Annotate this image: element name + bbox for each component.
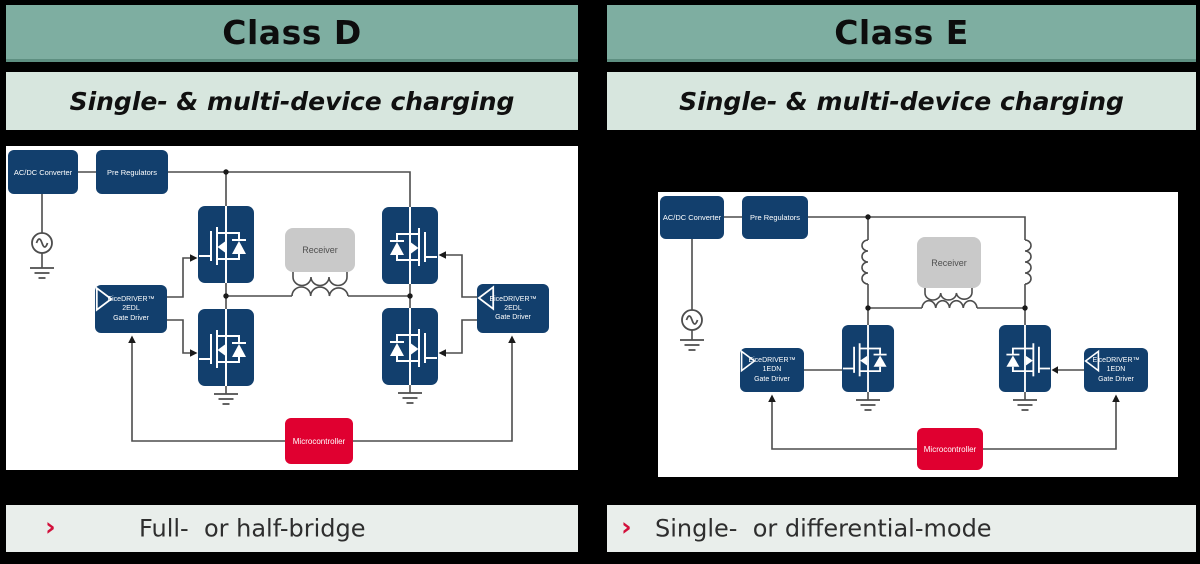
ac-source-icon [31, 232, 53, 254]
gate-driver-label: EiceDRIVER™ 2EDL Gate Driver [480, 295, 546, 322]
acdc-converter-label: AC/DC Converter [13, 167, 73, 177]
pre-regulators-box: Pre Regulators [96, 150, 168, 194]
driver-brand: EiceDRIVER™ [489, 295, 537, 303]
receiver-stubs [924, 288, 973, 293]
transformer-primary-coil-icon [921, 299, 978, 309]
driver-triangle-icon [477, 285, 495, 311]
junction-dot [865, 214, 871, 220]
junction-dot [1022, 305, 1028, 311]
class-d-circuit-svg [29, 169, 516, 442]
driver-part: 1EDN [762, 366, 782, 374]
wires [41, 171, 513, 442]
receiver-label: Receiver [931, 257, 967, 268]
driver-triangle-icon [1084, 349, 1100, 373]
ground-icon [213, 393, 239, 405]
microcontroller-box: Microcontroller [917, 428, 983, 470]
mosfet-low-side-left-icon [197, 308, 255, 387]
class-e-feature-bar: › Single- or differential-mode [607, 505, 1196, 552]
mosfet-right-icon [998, 324, 1052, 393]
acdc-converter-box: AC/DC Converter [660, 196, 724, 239]
acdc-converter-label: AC/DC Converter [662, 213, 722, 222]
pre-regulators-box: Pre Regulators [742, 196, 808, 239]
transformer-primary-coil-icon [291, 286, 349, 297]
ac-source-icon [681, 309, 703, 331]
mosfet-low-side-right-icon [381, 307, 439, 386]
arrowheads [128, 169, 516, 357]
transformer-secondary-coil-icon [292, 276, 348, 287]
pre-regulators-label: Pre Regulators [106, 167, 158, 177]
gate-driver-right-box: EiceDRIVER™ 1EDN Gate Driver [1084, 348, 1148, 392]
junction-dot [223, 169, 229, 175]
class-d-circuit-diagram: AC/DC Converter Pre Regulators EiceDRIVE… [6, 146, 578, 470]
driver-type: Gate Driver [113, 314, 149, 322]
driver-part: 2EDL [122, 305, 140, 313]
panel-class-e: Class E Single- & multi-device charging [607, 0, 1196, 564]
microcontroller-label: Microcontroller [292, 436, 346, 446]
driver-part: 1EDN [1106, 366, 1126, 374]
junction-dot [223, 293, 229, 299]
class-e-header: Class E [607, 5, 1196, 62]
class-d-subtitle-bar: Single- & multi-device charging [6, 72, 578, 130]
gate-driver-label: EiceDRIVER™ 2EDL Gate Driver [98, 295, 164, 322]
class-d-feature-text: Full- or half-bridge [139, 513, 366, 542]
ground-icon [679, 339, 705, 351]
driver-triangle-icon [740, 349, 756, 373]
class-e-circuit-svg [679, 214, 1120, 450]
wires [691, 216, 1117, 450]
class-d-feature-bar: › Full- or half-bridge [6, 505, 578, 552]
driver-part: 2EDL [504, 304, 522, 312]
class-e-subtitle: Single- & multi-device charging [679, 86, 1124, 116]
driver-type: Gate Driver [495, 314, 531, 322]
gate-driver-label: EiceDRIVER™ 1EDN Gate Driver [1087, 356, 1145, 383]
class-d-subtitle: Single- & multi-device charging [69, 86, 515, 116]
gate-driver-left-box: EiceDRIVER™ 2EDL Gate Driver [95, 285, 167, 333]
driver-triangle-icon [95, 286, 113, 312]
microcontroller-box: Microcontroller [285, 418, 353, 464]
bullet-chevron: › [621, 512, 632, 543]
driver-brand: EiceDRIVER™ [107, 296, 155, 304]
receiver-box: Receiver [285, 228, 355, 272]
receiver-box: Receiver [917, 237, 981, 288]
panel-class-d: Class D Single- & multi-device charging [6, 0, 578, 564]
mosfet-high-side-left-icon [197, 205, 255, 284]
arrowheads [768, 214, 1120, 402]
mosfet-left-icon [841, 324, 895, 393]
receiver-stubs [292, 272, 348, 277]
gate-driver-right-box: EiceDRIVER™ 2EDL Gate Driver [477, 284, 549, 333]
driver-brand: EiceDRIVER™ [748, 357, 796, 365]
junction-dot [407, 293, 413, 299]
ground-icon [1012, 399, 1038, 411]
microcontroller-label: Microcontroller [923, 444, 977, 454]
driver-type: Gate Driver [1098, 375, 1134, 383]
driver-brand: EiceDRIVER™ [1092, 357, 1140, 365]
mosfet-high-side-right-icon [381, 206, 439, 285]
ground-icon [397, 392, 423, 404]
driver-type: Gate Driver [754, 375, 790, 383]
transformer-secondary-coil-icon [924, 292, 973, 301]
class-e-feature-text: Single- or differential-mode [655, 513, 992, 542]
class-e-circuit-diagram: AC/DC Converter Pre Regulators EiceDRIVE… [658, 192, 1178, 477]
inductor-coil-left-icon [861, 239, 869, 285]
class-d-header: Class D [6, 5, 578, 62]
class-e-subtitle-bar: Single- & multi-device charging [607, 72, 1196, 130]
class-e-title: Class E [834, 12, 969, 52]
bullet-chevron: › [45, 512, 56, 543]
class-d-title: Class D [222, 12, 362, 52]
ground-icon [29, 267, 55, 279]
ground-icon [855, 399, 881, 411]
gate-driver-left-box: EiceDRIVER™ 1EDN Gate Driver [740, 348, 804, 392]
gate-driver-label: EiceDRIVER™ 1EDN Gate Driver [743, 356, 801, 383]
junction-dot [865, 305, 871, 311]
acdc-converter-box: AC/DC Converter [8, 150, 78, 194]
pre-regulators-label: Pre Regulators [749, 213, 801, 222]
receiver-label: Receiver [302, 245, 338, 255]
inductor-coil-right-icon [1024, 239, 1032, 285]
